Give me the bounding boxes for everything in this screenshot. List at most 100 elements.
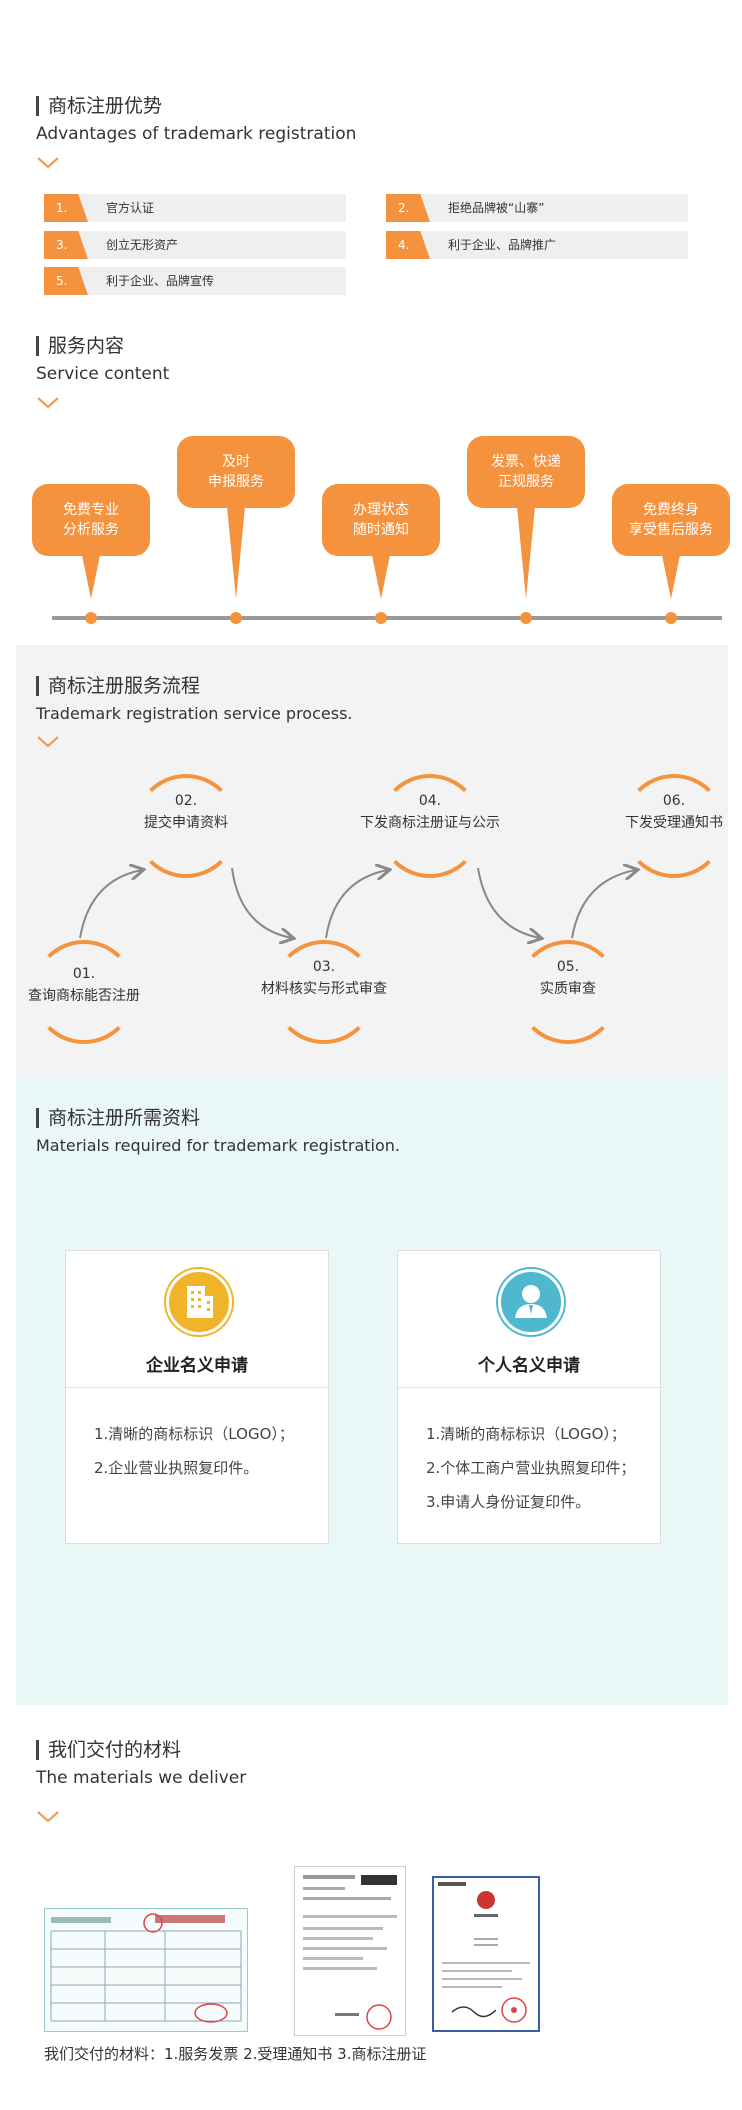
process-step-number: 01.: [72, 966, 96, 982]
advantage-text: 创立无形资产: [106, 238, 179, 252]
process-step: 05. 实质审查: [478, 956, 658, 1000]
list-item: 2.个体工商户营业执照复印件；: [426, 1459, 636, 1477]
process-step-number: 02.: [174, 793, 198, 809]
advantages-title: 商标注册优势: [36, 96, 356, 116]
service-bubble: 发票、快递正规服务: [467, 436, 585, 508]
card-title: 企业名义申请: [146, 1356, 248, 1376]
process-step: 02. 提交申请资料: [96, 790, 276, 834]
process-circle: [134, 774, 238, 878]
registration-certificate-image: [432, 1876, 540, 2032]
advantage-number: 4.: [386, 231, 430, 259]
process-step: 01. 查询商标能否注册: [0, 963, 174, 1007]
process-step-text: 材料核实与形式审查: [261, 981, 387, 997]
list-item: 1.清晰的商标标识（LOGO）；: [94, 1425, 294, 1443]
process-circle: [622, 774, 726, 878]
service-bubble-line: 正规服务: [498, 474, 554, 490]
bubble-pointer: [82, 555, 100, 599]
process-step-text: 提交申请资料: [144, 815, 228, 831]
materials-header: 商标注册所需资料 Materials required for trademar…: [36, 1108, 400, 1155]
service-bubble: 办理状态随时通知: [322, 484, 440, 556]
material-card-enterprise: 企业名义申请 1.清晰的商标标识（LOGO）； 2.企业营业执照复印件。: [65, 1250, 329, 1544]
service-title: 服务内容: [36, 336, 169, 356]
process-subtitle: Trademark registration service process.: [36, 704, 353, 723]
arrow-icon: [477, 867, 540, 938]
bubble-pointer: [372, 555, 390, 599]
advantage-text: 官方认证: [106, 201, 155, 215]
bubble-pointer: [662, 555, 680, 599]
divider: [66, 1387, 328, 1388]
advantage-item: 3. 创立无形资产: [44, 231, 346, 259]
process-step-number: 04.: [418, 793, 442, 809]
service-bubble-line: 分析服务: [63, 522, 119, 538]
arrow-icon: [571, 870, 636, 939]
person-icon: [498, 1269, 564, 1335]
service-header: 服务内容 Service content: [36, 336, 169, 414]
process-step: 04. 下发商标注册证与公示: [340, 790, 520, 834]
deliver-caption: 我们交付的材料：1.服务发票 2.受理通知书 3.商标注册证: [44, 2045, 427, 2063]
deliver-header: 我们交付的材料 The materials we deliver: [36, 1740, 246, 1828]
divider: [398, 1387, 660, 1388]
timeline-dot: [85, 612, 97, 624]
advantage-item: 1. 官方认证: [44, 194, 346, 222]
timeline-dot: [665, 612, 677, 624]
deliver-subtitle: The materials we deliver: [36, 1768, 247, 1788]
process-circle: [272, 940, 376, 1044]
advantage-item: 2. 拒绝品牌被“山寨”: [386, 194, 688, 222]
service-subtitle: Service content: [36, 364, 170, 384]
list-item: 1.清晰的商标标识（LOGO）；: [426, 1425, 626, 1443]
process-circle: [32, 940, 136, 1044]
process-step-text: 实质审查: [540, 981, 596, 997]
acceptance-notice-image: [294, 1866, 406, 2036]
bubble-pointer: [517, 507, 535, 599]
building-icon: [166, 1269, 232, 1335]
process-step-text: 下发受理通知书: [625, 815, 723, 831]
service-bubble-line: 享受售后服务: [629, 522, 713, 538]
process-step: 06. 下发受理通知书: [584, 790, 742, 834]
timeline-dot: [520, 612, 532, 624]
process-title: 商标注册服务流程: [36, 676, 353, 696]
service-bubble-line: 免费专业: [63, 502, 119, 518]
process-step-number: 03.: [312, 959, 336, 975]
advantages-header: 商标注册优势 Advantages of trademark registrat…: [36, 96, 356, 174]
process-circle: [378, 774, 482, 878]
advantage-text: 拒绝品牌被“山寨”: [448, 201, 545, 215]
timeline-line: [52, 616, 722, 620]
advantages-subtitle: Advantages of trademark registration: [36, 124, 357, 144]
chevron-down-icon: [37, 736, 59, 748]
advantage-number: 1.: [44, 194, 88, 222]
process-step-number: 05.: [556, 959, 580, 975]
list-item: 2.企业营业执照复印件。: [94, 1459, 259, 1477]
timeline-dot: [230, 612, 242, 624]
materials-subtitle: Materials required for trademark registr…: [36, 1136, 401, 1155]
service-bubble-line: 办理状态: [353, 502, 409, 518]
process-step-text: 查询商标能否注册: [28, 988, 140, 1004]
process-step-text: 下发商标注册证与公示: [360, 815, 500, 831]
advantage-number: 3.: [44, 231, 88, 259]
service-bubble-line: 申报服务: [208, 474, 264, 490]
invoice-image: [44, 1908, 248, 2032]
material-card-individual: 个人名义申请 1.清晰的商标标识（LOGO）； 2.个体工商户营业执照复印件； …: [397, 1250, 661, 1544]
service-bubble: 免费专业分析服务: [32, 484, 150, 556]
arrow-icon: [231, 867, 292, 938]
arrow-icon: [325, 870, 388, 939]
service-bubble-line: 发票、快递: [491, 454, 561, 470]
service-bubble-line: 随时通知: [353, 522, 409, 538]
process-header: 商标注册服务流程 Trademark registration service …: [36, 676, 353, 753]
list-item: 3.申请人身份证复印件。: [426, 1493, 591, 1511]
chevron-down-icon: [37, 397, 59, 409]
advantage-number: 2.: [386, 194, 430, 222]
advantage-item: 4. 利于企业、品牌推广: [386, 231, 688, 259]
service-bubble-line: 免费终身: [643, 502, 699, 518]
process-step-number: 06.: [662, 793, 686, 809]
chevron-down-icon: [37, 157, 59, 169]
service-bubble-line: 及时: [222, 454, 250, 470]
arrow-icon: [79, 870, 142, 939]
advantage-item: 5. 利于企业、品牌宣传: [44, 267, 346, 295]
timeline-dot: [375, 612, 387, 624]
service-bubble: 及时申报服务: [177, 436, 295, 508]
card-list: 1.清晰的商标标识（LOGO）； 2.个体工商户营业执照复印件； 3.申请人身份…: [426, 1417, 635, 1519]
process-step: 03. 材料核实与形式审查: [234, 956, 414, 1000]
card-title: 个人名义申请: [478, 1356, 580, 1376]
process-connectors: [79, 780, 742, 980]
advantage-text: 利于企业、品牌宣传: [106, 274, 215, 288]
